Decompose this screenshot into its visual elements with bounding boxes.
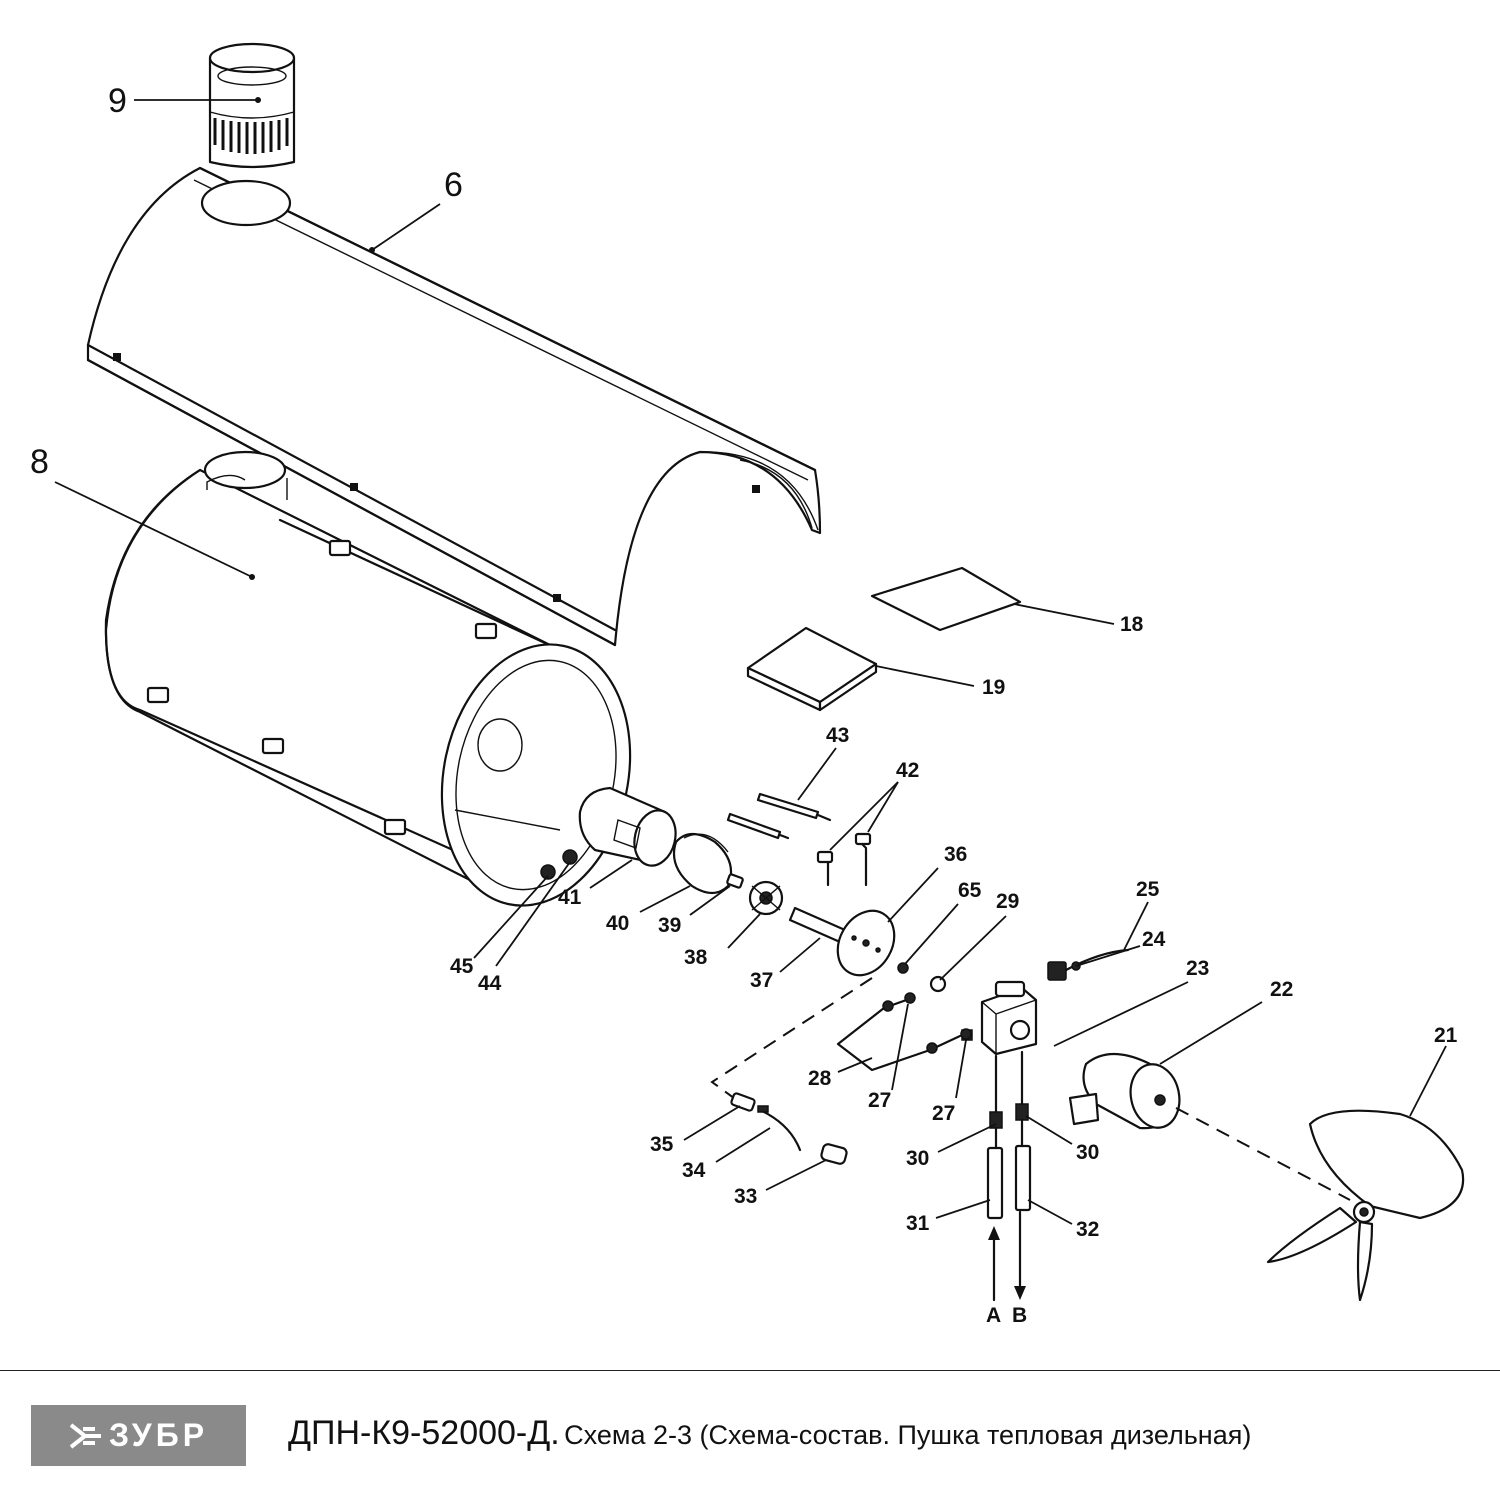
part-44-45-fittings (540, 849, 578, 880)
part-30-31-32-fuel-hoses (986, 1050, 1032, 1220)
ignition-wire-line (710, 977, 873, 1105)
label-28: 28 (808, 1067, 832, 1090)
label-35: 35 (650, 1133, 674, 1156)
label-37: 37 (750, 969, 773, 992)
part-43-ignition-electrodes (726, 792, 832, 840)
label-30a: 30 (906, 1147, 929, 1170)
part-41-combustion-head (578, 786, 677, 867)
part-42-electrode-rods (816, 832, 872, 887)
label-44: 44 (478, 972, 502, 995)
label-65: 65 (958, 879, 982, 902)
label-21: 21 (1434, 1024, 1458, 1047)
label-6: 6 (444, 166, 463, 204)
part-8-cylinder-body (104, 450, 632, 907)
part-23-fuel-pump (961, 980, 1038, 1056)
arrow-a-fuel-inlet (988, 1226, 1000, 1302)
brand-arrow-icon (69, 1422, 101, 1449)
label-40: 40 (606, 912, 629, 935)
label-18: 18 (1120, 613, 1144, 636)
label-22: 22 (1270, 978, 1293, 1001)
part-9-exhaust-outlet (208, 42, 296, 169)
label-32: 32 (1076, 1218, 1099, 1241)
label-42: 42 (896, 759, 919, 782)
part-24-25-power-cable (1047, 948, 1130, 981)
label-9: 9 (108, 82, 127, 120)
part-19-insulation-block (746, 626, 878, 712)
label-arrow-a: A (986, 1304, 1001, 1327)
exploded-parts-diagram: 9 6 8 (30, 42, 1465, 1327)
label-27b: 27 (932, 1102, 955, 1125)
label-19: 19 (982, 676, 1005, 699)
label-25: 25 (1136, 878, 1160, 901)
label-24: 24 (1142, 928, 1166, 951)
model-name: ДПН-К9-52000-Д. (288, 1414, 560, 1452)
label-36: 36 (944, 843, 967, 866)
label-38: 38 (684, 946, 708, 969)
leader-6 (371, 203, 441, 251)
label-43: 43 (826, 724, 849, 747)
footer-divider (0, 1370, 1500, 1371)
label-41: 41 (558, 886, 582, 909)
brand-logo: ЗУБР (31, 1405, 246, 1466)
label-27a: 27 (868, 1089, 891, 1112)
part-39-nozzle (726, 873, 744, 889)
label-33: 33 (734, 1185, 757, 1208)
arrow-b-fuel-return (1014, 1210, 1026, 1300)
part-29-fitting (929, 975, 947, 993)
diagram-caption: ДПН-К9-52000-Д. Схема 2-3 (Схема-состав.… (288, 1414, 1251, 1453)
part-22-motor (1068, 1053, 1181, 1130)
label-39: 39 (658, 914, 681, 937)
label-31: 31 (906, 1212, 930, 1235)
part-21-fan (1266, 1109, 1465, 1302)
shaft-axis-line (1175, 1107, 1351, 1201)
label-45: 45 (450, 955, 474, 978)
part-6-upper-shell (86, 166, 822, 647)
part-33-cap (820, 1143, 848, 1165)
part-40-ring (672, 832, 733, 895)
part-36-flange-plate (836, 909, 896, 977)
part-37-nozzle-holder (788, 906, 847, 944)
leader-8 (54, 481, 253, 578)
part-65-washer (897, 962, 909, 974)
label-8: 8 (30, 443, 49, 481)
label-34: 34 (682, 1159, 706, 1182)
part-38-swirler (748, 880, 784, 916)
label-30b: 30 (1076, 1141, 1099, 1164)
part-34-photocell (757, 1105, 802, 1152)
part-35-sensor (730, 1092, 756, 1112)
scheme-description: Схема 2-3 (Схема-состав. Пушка тепловая … (564, 1420, 1252, 1450)
part-27-28-fuel-lines (836, 992, 972, 1072)
brand-logo-text: ЗУБР (108, 1417, 209, 1453)
label-arrow-b: B (1012, 1304, 1027, 1327)
label-29: 29 (996, 890, 1019, 913)
part-18-plate (870, 566, 1022, 632)
label-23: 23 (1186, 957, 1209, 980)
